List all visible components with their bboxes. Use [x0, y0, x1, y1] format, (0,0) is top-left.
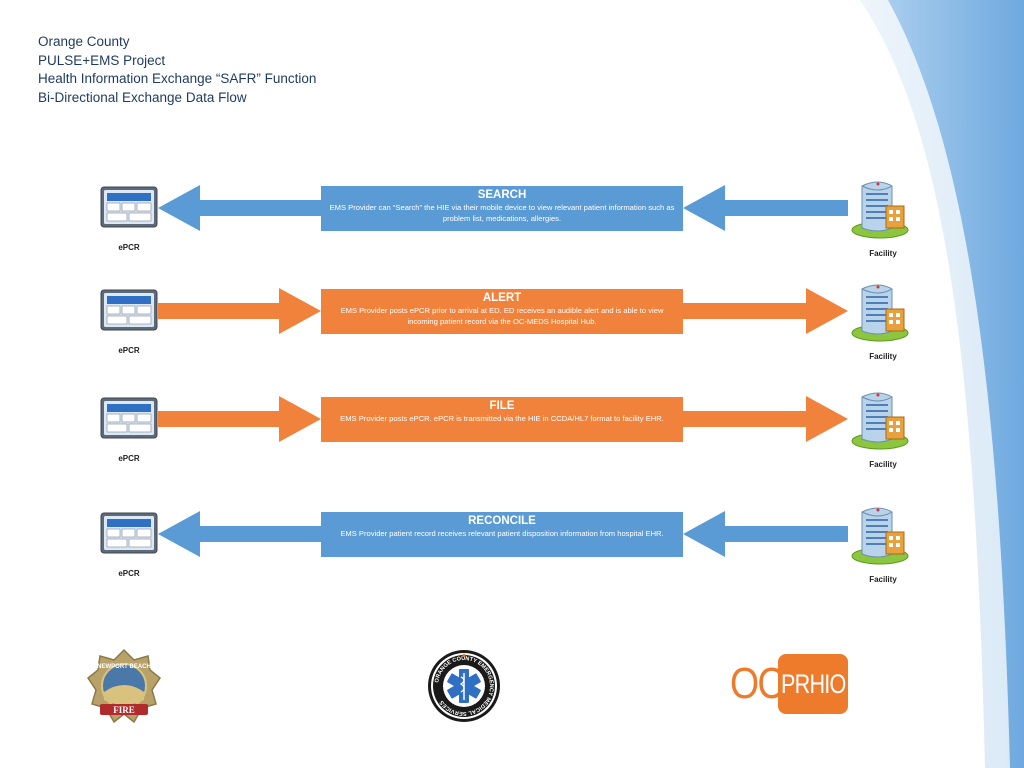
flow-description-box: FILE EMS Provider posts ePCR. ePCR is tr…: [321, 397, 683, 442]
facility-label: Facility: [869, 249, 897, 258]
flow-arrow-left-segment: [158, 396, 321, 442]
flow-arrow-right-segment: [683, 396, 848, 442]
oc-ems-logo: ORANGE COUNTY EMERGENCY MEDICAL SERVICES: [428, 650, 500, 722]
epcr-tablet-icon: [100, 289, 158, 331]
title-line-1: Orange County: [38, 34, 130, 49]
facility-hospital-icon: [848, 279, 912, 343]
title-line-3: Health Information Exchange “SAFR” Funct…: [38, 71, 317, 86]
epcr-label: ePCR: [118, 243, 140, 252]
epcr-label: ePCR: [118, 569, 140, 578]
flow-arrow-left-segment: [158, 288, 321, 334]
flow-arrow-right-segment: [683, 185, 848, 231]
epcr-tablet-icon: [100, 397, 158, 439]
facility-label: Facility: [869, 575, 897, 584]
flow-box-text: EMS Provider can “Search” the HIE via th…: [329, 203, 675, 223]
ocprhio-logo-oc-text: OC: [730, 659, 784, 708]
flow-description-box: ALERT EMS Provider posts ePCR prior to a…: [321, 289, 683, 334]
facility-label: Facility: [869, 460, 897, 469]
flow-row-reconcile: ePCR RECONCILE EMS Provider patient reco…: [0, 507, 1024, 618]
epcr-label: ePCR: [118, 346, 140, 355]
epcr-label: ePCR: [118, 454, 140, 463]
facility-label: Facility: [869, 352, 897, 361]
title-line-4: Bi-Directional Exchange Data Flow: [38, 89, 247, 105]
epcr-tablet-icon: [100, 512, 158, 554]
fire-logo-bottom-text: FIRE: [113, 705, 135, 715]
flow-row-alert: ePCR ALERT EMS Provider posts ePCR prior…: [0, 284, 1024, 395]
flow-row-search: ePCR SEARCH EMS Provider can “Search” th…: [0, 181, 1024, 292]
flow-arrow-right-segment: [683, 511, 848, 557]
ocprhio-logo-box: PRHIO: [778, 654, 848, 714]
flow-arrow-right-segment: [683, 288, 848, 334]
fire-logo-top-text: NEWPORT BEACH: [97, 664, 151, 670]
epcr-tablet-icon: [100, 186, 158, 228]
flow-box-text: EMS Provider patient record receives rel…: [340, 529, 664, 538]
facility-hospital-icon: [848, 502, 912, 566]
flow-box-title: RECONCILE: [468, 515, 536, 527]
fire-department-logo: FIRE NEWPORT BEACH: [86, 648, 162, 724]
flow-box-title: ALERT: [482, 292, 522, 304]
facility-hospital-icon: [848, 387, 912, 451]
facility-hospital-icon: [848, 176, 912, 240]
flow-arrow-left-segment: [158, 511, 321, 557]
flow-arrow-left-segment: [158, 185, 321, 231]
flow-box-text: EMS Provider posts ePCR. ePCR is transmi…: [340, 414, 664, 423]
flow-box-text: EMS Provider posts ePCR prior to arrival…: [340, 306, 664, 326]
flow-box-title: FILE: [489, 400, 515, 412]
ocprhio-logo: OC PRHIO: [730, 652, 848, 716]
flow-description-box: SEARCH EMS Provider can “Search” the HIE…: [321, 186, 683, 231]
flow-row-file: ePCR FILE EMS Provider posts ePCR. ePCR …: [0, 392, 1024, 503]
title-line-2: PULSE+EMS Project: [38, 52, 166, 68]
flow-description-box: RECONCILE EMS Provider patient record re…: [321, 512, 683, 557]
flow-box-title: SEARCH: [477, 189, 527, 201]
title-block: Orange County PULSE+EMS Project Health I…: [38, 33, 316, 107]
ocprhio-logo-prhio-text: PRHIO: [780, 668, 846, 699]
